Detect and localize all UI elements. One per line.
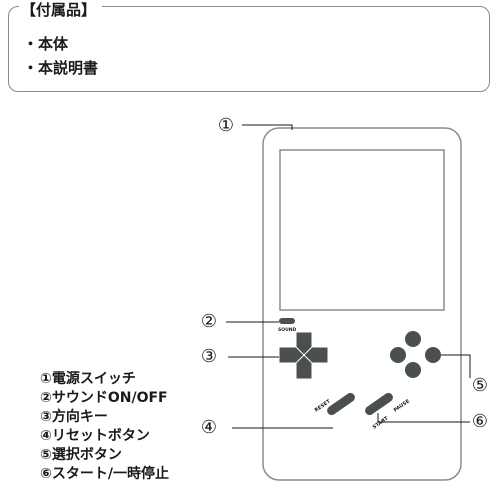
leader-line-power <box>242 124 293 130</box>
sound-label: SOUND <box>278 327 296 333</box>
reset-button[interactable] <box>325 391 356 417</box>
sound-button[interactable] <box>279 318 295 324</box>
callout-2: ② <box>200 311 218 332</box>
accessory-item-manual: ・本説明書 <box>23 59 99 77</box>
accessory-item-body: ・本体 <box>23 35 69 53</box>
leader-line-start <box>377 413 470 423</box>
legend-item-power-switch: ①電源スイッチ <box>40 371 136 387</box>
select-button-down[interactable] <box>405 362 421 378</box>
legend-item-sound-toggle: ②サウンドON/OFF <box>40 390 168 406</box>
accessories-box: 【付属品】 ・本体 ・本説明書 <box>8 1 490 92</box>
legend-item-reset-button: ④リセットボタン <box>40 428 150 444</box>
callout-3: ③ <box>200 346 218 367</box>
leader-line-select <box>441 354 471 378</box>
legend-item-start-pause: ⑥スタート/一時停止 <box>40 466 169 482</box>
parts-legend: ①電源スイッチ ②サウンドON/OFF ③方向キー ④リセットボタン ⑤選択ボタ… <box>40 370 169 484</box>
dpad-divider <box>295 346 313 364</box>
start-pause-button[interactable] <box>363 391 394 417</box>
select-button-up[interactable] <box>405 331 421 347</box>
callout-5: ⑤ <box>471 375 489 396</box>
select-button-left[interactable] <box>390 347 406 363</box>
legend-item-select-buttons: ⑤選択ボタン <box>40 447 122 463</box>
device-screen <box>279 149 445 311</box>
callout-1: ① <box>217 115 235 136</box>
callout-6: ⑥ <box>471 411 489 432</box>
accessories-title: 【付属品】 <box>19 1 103 19</box>
select-button-right[interactable] <box>425 347 441 363</box>
legend-item-direction-keys: ③方向キー <box>40 409 108 425</box>
callout-4: ④ <box>200 417 218 438</box>
